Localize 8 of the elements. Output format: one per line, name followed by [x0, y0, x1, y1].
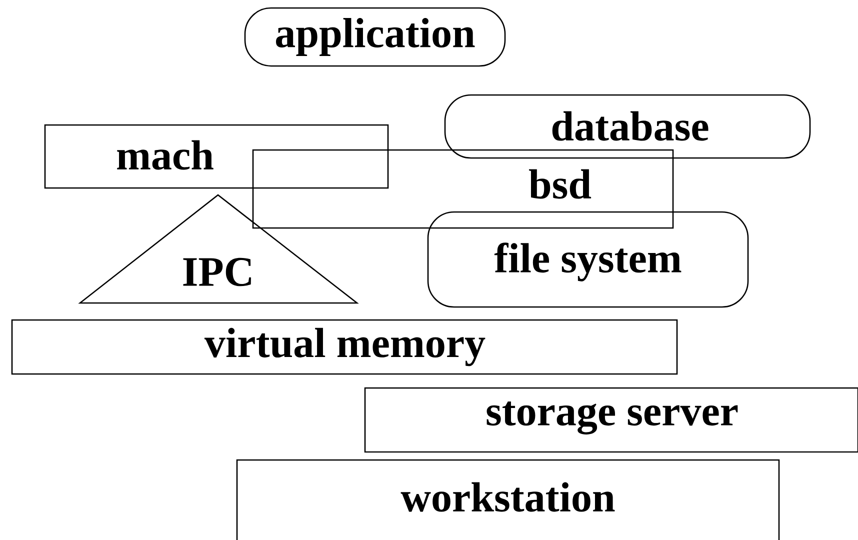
rounded-box: application: [244, 7, 506, 67]
rounded-box: database: [444, 94, 811, 159]
layer-box: workstation: [236, 459, 780, 540]
layer-box: bsd: [252, 149, 674, 229]
rounded-box: file system: [427, 211, 749, 308]
layer-box: virtual memory: [11, 319, 678, 375]
layer-box: mach: [44, 124, 389, 189]
layer-box: storage server: [364, 387, 858, 453]
